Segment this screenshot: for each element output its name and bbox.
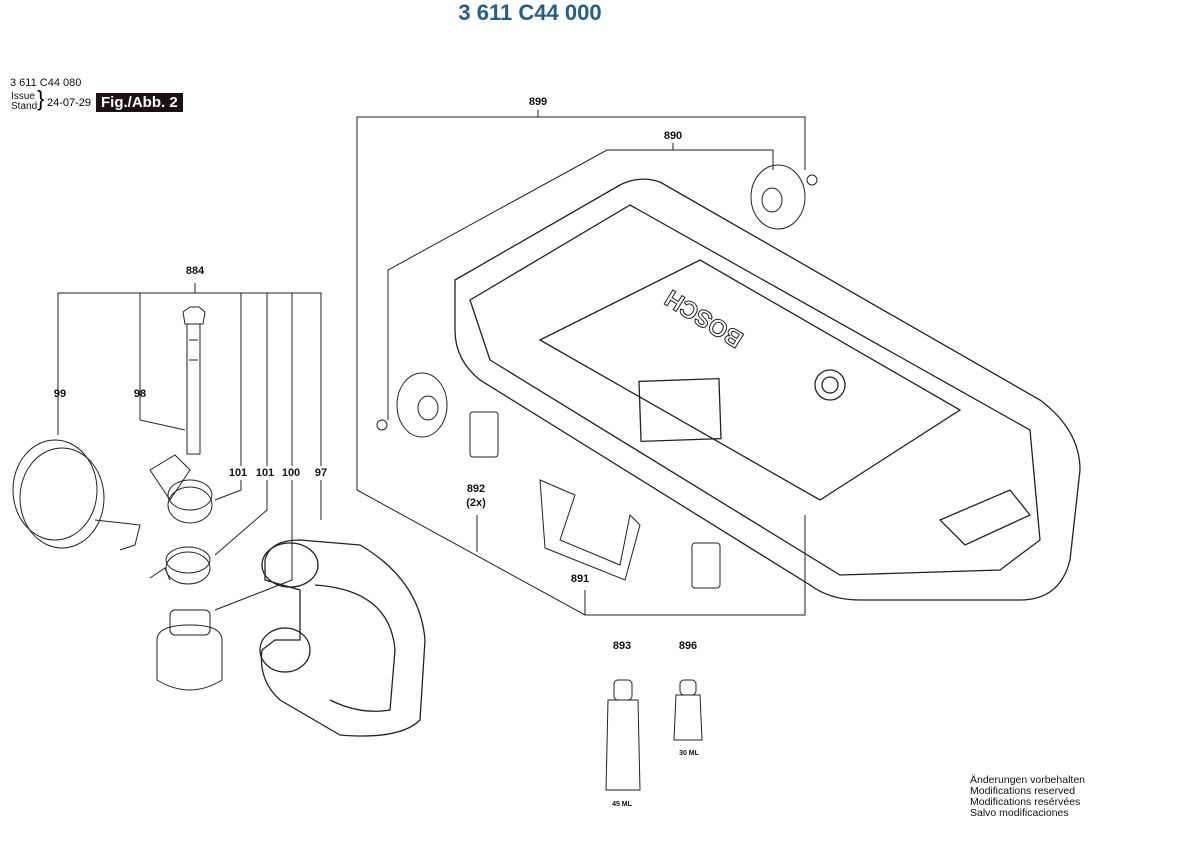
callout-899: 899 (528, 96, 548, 108)
leader-lines (57, 110, 806, 616)
issue-date: 24-07-29 (47, 97, 92, 109)
callout-890: 890 (663, 130, 683, 142)
carrying-case (454, 178, 1081, 601)
note-de: Änderungen vorbehalten (970, 774, 1086, 786)
knob-100 (156, 609, 223, 691)
note-fr: Modifications resérvées (970, 796, 1081, 808)
callout-100: 100 (281, 466, 301, 480)
note-en: Modifications reserved (970, 785, 1076, 797)
document-number: 3 611 C44 080 (10, 77, 82, 89)
wheel-lower (376, 372, 448, 438)
modification-notes: Änderungen vorbehalten Modifications res… (970, 775, 1085, 819)
page-title: 3 611 C44 000 (458, 0, 602, 25)
tube-893 (605, 679, 641, 791)
tube-896 (673, 679, 703, 741)
callout-896: 896 (678, 640, 698, 652)
handle-97 (259, 539, 426, 737)
callout-101: 101 (228, 466, 248, 480)
figure-badge: Fig./Abb. 2 (96, 93, 183, 112)
callout-893: 893 (612, 640, 632, 652)
issue-text: Issue (11, 91, 35, 102)
callout-98: 98 (133, 388, 147, 400)
clamp-band-99 (12, 439, 141, 551)
stand-text: Stand (11, 101, 38, 112)
callout-99: 99 (53, 388, 67, 400)
callout-101: 101 (255, 466, 275, 480)
callout-884: 884 (185, 265, 205, 277)
callout-892-qty: (2x) (466, 497, 486, 509)
case-brand: BOSCH (660, 284, 748, 353)
tube-label-45ml: 45 ML (612, 801, 632, 808)
bolt-884 (182, 306, 206, 455)
callout-97: 97 (314, 466, 328, 480)
latch-892 (469, 411, 721, 589)
tube-label-30ml: 30 ML (679, 750, 699, 757)
callout-892: 892 (2x) (466, 482, 486, 510)
callout-892-number: 892 (466, 483, 486, 495)
note-es: Salvo modificaciones (970, 807, 1069, 819)
case-handle-891 (539, 479, 641, 581)
wheel-upper (750, 164, 818, 230)
brace: } (37, 86, 45, 111)
clamp-parts-98-101 (149, 454, 213, 585)
callout-891: 891 (570, 572, 590, 586)
